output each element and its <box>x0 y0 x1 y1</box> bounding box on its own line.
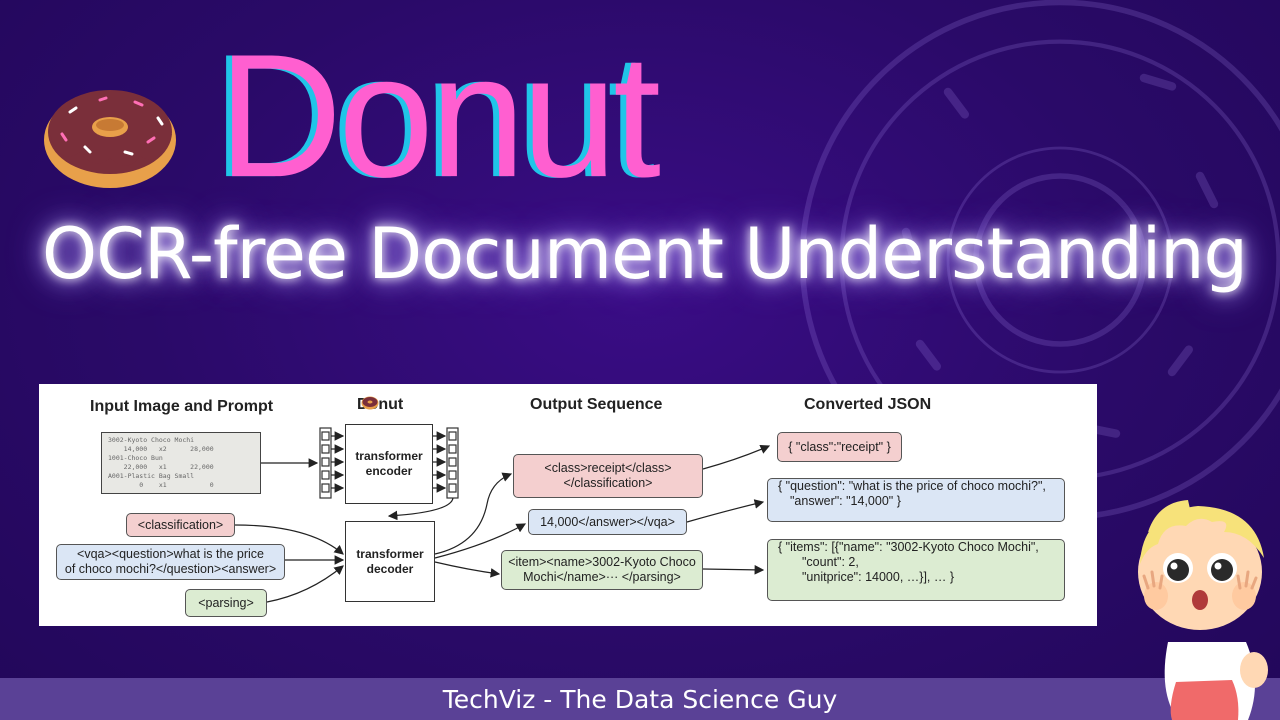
header-input-image-and-prompt: Input Image and Prompt <box>90 398 274 415</box>
prompt-vqa-line1: <vqa><question>what is the price <box>77 547 264 561</box>
diagram-arrows <box>234 427 771 603</box>
transformer-decoder-box: transformer decoder <box>345 521 435 602</box>
donut-architecture-diagram: Input Image and Prompt Donut Output Sequ… <box>39 384 1097 626</box>
donut-icon <box>44 90 176 188</box>
donut-icon <box>361 396 379 410</box>
output-cls-line2: </classification> <box>563 476 653 490</box>
json-parse-line1: { "items": [{"name": "3002-Kyoto Choco M… <box>778 540 1039 554</box>
encoder-input-tokens <box>319 427 332 499</box>
json-parsing: { "items": [{"name": "3002-Kyoto Choco M… <box>767 539 1065 601</box>
cartoon-character-icon <box>1138 500 1268 720</box>
receipt-line: 14,000 x2 28,000 <box>108 445 214 453</box>
transformer-encoder-box: transformer encoder <box>345 424 433 504</box>
output-parse-line2: Mochi</name>··· </parsing> <box>523 570 681 584</box>
json-parse-line3: "unitprice": 14000, …}], … } <box>802 570 955 584</box>
encoder-line2: encoder <box>365 464 413 478</box>
footer-bar: TechViz - The Data Science Guy <box>0 678 1280 720</box>
page-title: Donut <box>218 18 661 214</box>
prompt-classification: <classification> <box>126 513 235 537</box>
header-output-sequence: Output Sequence <box>530 396 663 413</box>
prompt-vqa: <vqa><question>what is the price of choc… <box>56 544 285 580</box>
decoder-line2: decoder <box>366 561 414 576</box>
json-parse-line2: "count": 2, <box>802 555 859 569</box>
receipt-line: 1001-Choco Bun <box>108 454 163 462</box>
output-classification: <class>receipt</class> </classification> <box>513 454 703 498</box>
output-cls-line1: <class>receipt</class> <box>544 461 672 475</box>
header-donut: Donut <box>357 396 403 414</box>
json-vqa-line2: "answer": "14,000" } <box>790 494 901 508</box>
prompt-parsing: <parsing> <box>185 589 267 617</box>
receipt-line: A001-Plastic Bag Small <box>108 472 195 480</box>
subtitle: OCR-free Document Understanding <box>42 213 1248 295</box>
decoder-line1: transformer <box>356 546 424 561</box>
output-vqa: 14,000</answer></vqa> <box>528 509 687 535</box>
output-parsing: <item><name>3002-Kyoto Choco Mochi</name… <box>501 550 703 590</box>
json-classification: { "class":"receipt" } <box>777 432 902 462</box>
footer-channel-name: TechViz - The Data Science Guy <box>442 684 838 714</box>
receipt-line: 3002-Kyoto Choco Mochi <box>108 436 195 444</box>
input-receipt-image: 3002-Kyoto Choco Mochi 14,000 x2 28,000 … <box>101 432 261 494</box>
title-area: Donut <box>30 20 730 204</box>
header-converted-json: Converted JSON <box>804 396 932 413</box>
receipt-line: 22,000 x1 22,000 <box>108 463 214 471</box>
output-parse-line1: <item><name>3002-Kyoto Choco <box>508 555 696 569</box>
json-vqa-line1: { "question": "what is the price of choc… <box>778 479 1046 493</box>
encoder-output-tokens <box>446 427 459 499</box>
prompt-vqa-line2: of choco mochi?</question><answer> <box>64 562 277 576</box>
receipt-line: 0 x1 0 <box>108 481 214 489</box>
encoder-line1: transformer <box>355 449 423 463</box>
json-vqa: { "question": "what is the price of choc… <box>767 478 1065 522</box>
